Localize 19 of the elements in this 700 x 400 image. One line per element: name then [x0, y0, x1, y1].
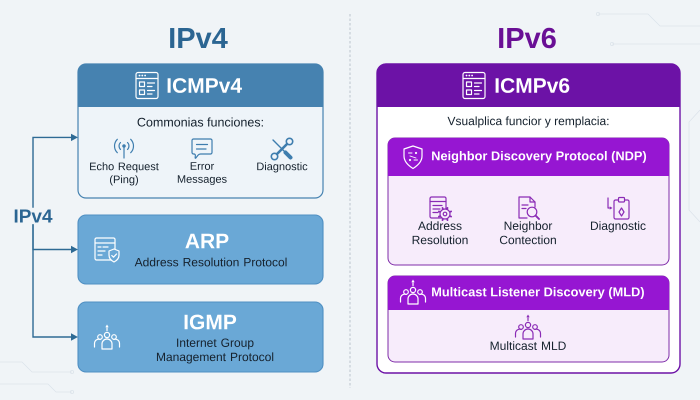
protocol-title: ARP	[185, 234, 228, 248]
card-subtitle: Vsualplica funcior y remplacia:	[448, 116, 608, 128]
section-header: Multicast Listener Discovery (MLD)	[388, 276, 669, 310]
function-label: Address Resolution	[412, 221, 468, 244]
protocol-description: Internet Group Management Protocol	[156, 338, 274, 364]
card-header: ICMPv4	[78, 64, 323, 107]
function-label: Diagnostic	[590, 221, 646, 232]
column-title: IPv6	[499, 28, 556, 48]
section-header: Neighbor Discovery Protocol (NDP)	[388, 138, 669, 176]
card-subtitle: Commonias funciones:	[138, 117, 263, 127]
protocol-description: Address Resolution Protocol	[134, 258, 287, 266]
function-label: Neighbor Contection	[500, 221, 556, 244]
function-label: Multicast MLD	[490, 341, 566, 350]
protocol-title: IGMP	[184, 314, 236, 330]
function-label: Echo Request (Ping)	[90, 162, 159, 186]
function-label: Diagnostic	[257, 162, 308, 172]
function-label: Error Messages	[178, 162, 227, 186]
group-label: IPv4	[14, 209, 52, 223]
card-header: ICMPv6	[377, 64, 680, 107]
